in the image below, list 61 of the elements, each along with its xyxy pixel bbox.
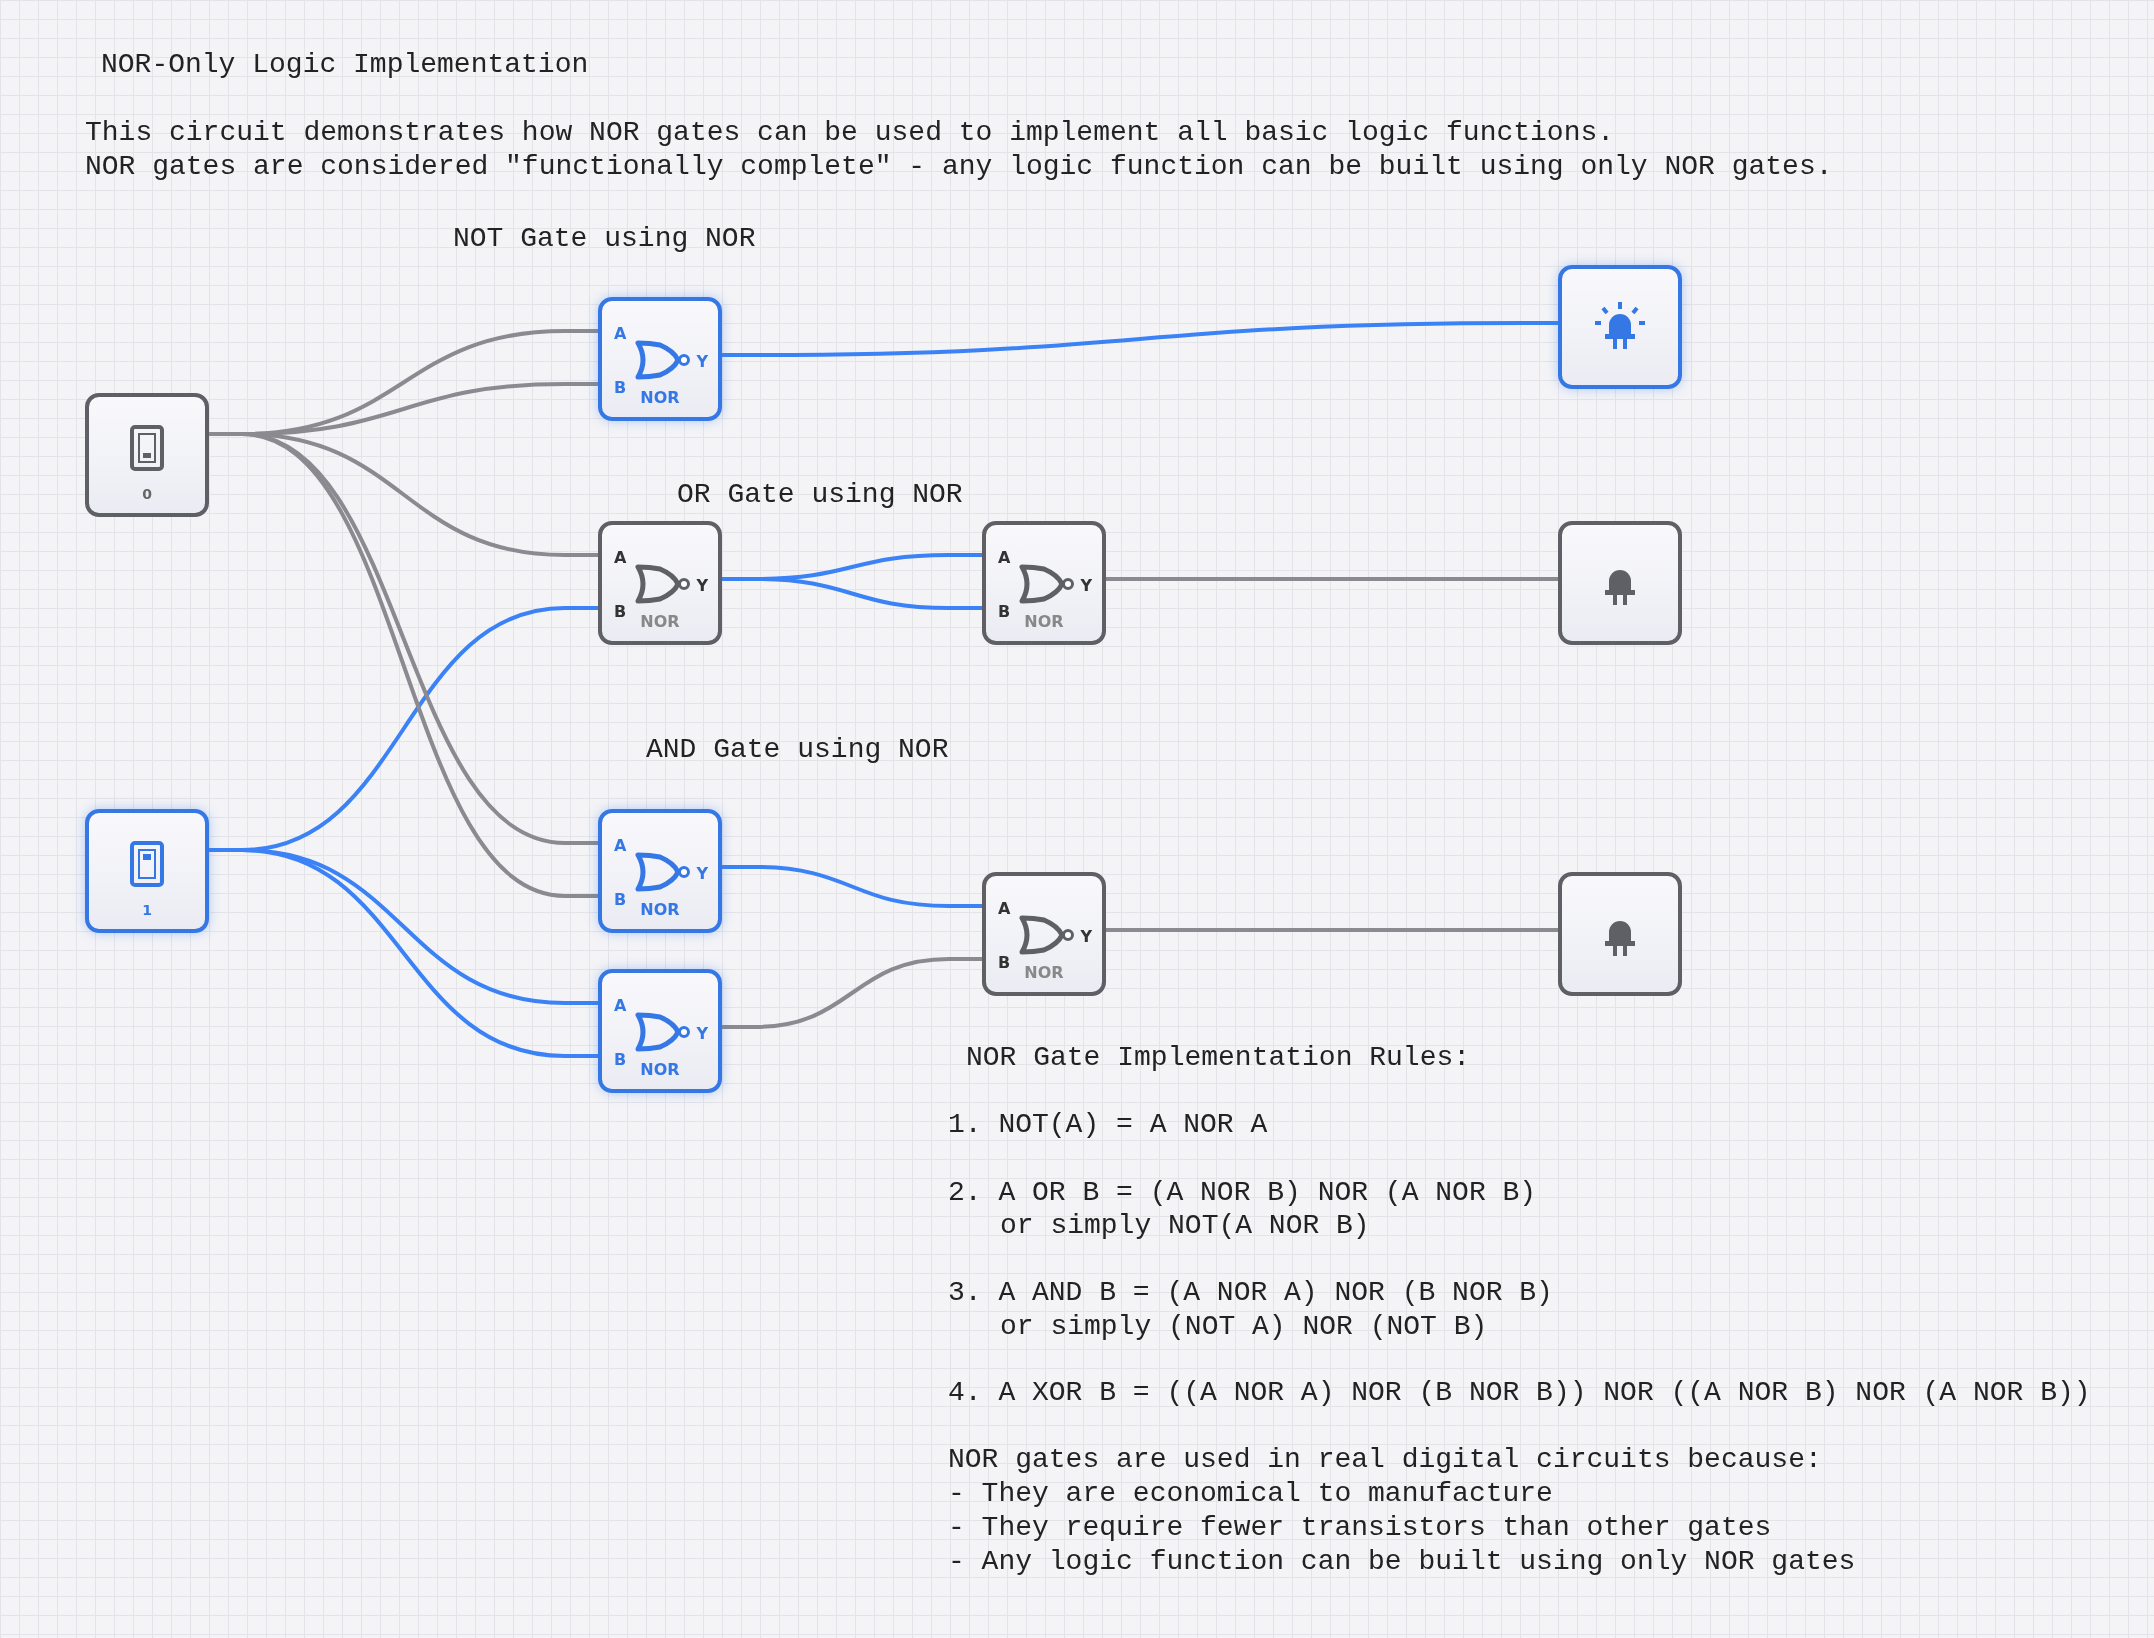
rule-text: 3. A AND B = (A NOR A) NOR (B NOR B) [948, 1276, 1553, 1310]
pin-label: A [614, 549, 627, 567]
pin-label: B [614, 891, 627, 909]
section-heading: NOT Gate using NOR [453, 222, 756, 256]
wire [209, 848, 598, 1058]
diagram-title: NOR-Only Logic Implementation [101, 48, 589, 82]
rule-text: 1. NOT(A) = A NOR A [948, 1108, 1268, 1142]
note-text: - They require fewer transistors than other gates [948, 1511, 1772, 1545]
pin-label: B [998, 603, 1011, 621]
description-text: This circuit demonstrates how NOR gates can be used to implement all basic logic functions. [85, 116, 1615, 150]
wire [722, 577, 982, 610]
pin-label: A [614, 837, 627, 855]
pin-label: A [614, 325, 627, 343]
toggle-switch [85, 393, 209, 517]
wire [722, 865, 982, 908]
section-heading: OR Gate using NOR [677, 478, 963, 512]
description-text: NOR gates are considered "functionally complete" - any logic function can be built using only NOR gates. [85, 150, 1833, 184]
rule-text: or simply NOT(A NOR B) [1000, 1209, 1370, 1243]
pin-label: A [614, 997, 627, 1015]
rule-text: or simply (NOT A) NOR (NOT B) [1000, 1310, 1488, 1344]
pin-label: A [998, 900, 1011, 918]
pin-label: A [998, 549, 1011, 567]
pin-label: B [998, 954, 1011, 972]
switch-state: 1 [141, 901, 153, 919]
pin-label: Y [696, 353, 708, 371]
gate-label: NOR [1023, 613, 1065, 631]
nor-gate [982, 872, 1106, 996]
gate-label: NOR [639, 1061, 681, 1079]
switch-state: 0 [141, 485, 153, 503]
note-text: - Any logic function can be built using only NOR gates [948, 1545, 1856, 1579]
pin-label: Y [1080, 577, 1092, 595]
led-lamp [1558, 872, 1682, 996]
gate-label: NOR [639, 901, 681, 919]
note-text: - They are economical to manufacture [948, 1477, 1553, 1511]
gate-label: NOR [639, 389, 681, 407]
pin-label: B [614, 1051, 627, 1069]
led-lamp [1558, 265, 1682, 389]
wire [1106, 577, 1558, 581]
wire [722, 957, 982, 1029]
pin-label: Y [696, 865, 708, 883]
pin-label: Y [696, 577, 708, 595]
wire [1106, 928, 1558, 932]
pin-label: Y [1080, 928, 1092, 946]
pin-label: Y [696, 1025, 708, 1043]
gate-label: NOR [639, 613, 681, 631]
rules-heading: NOR Gate Implementation Rules: [966, 1041, 1471, 1075]
rule-text: 2. A OR B = (A NOR B) NOR (A NOR B) [948, 1176, 1537, 1210]
led-lamp [1558, 521, 1682, 645]
section-heading: AND Gate using NOR [646, 733, 949, 767]
wire [722, 321, 1558, 357]
nor-gate [598, 969, 722, 1093]
nor-gate [982, 521, 1106, 645]
nor-gate [598, 809, 722, 933]
nor-gate [598, 521, 722, 645]
nor-gate [598, 297, 722, 421]
note-text: NOR gates are used in real digital circuits because: [948, 1443, 1822, 1477]
toggle-switch [85, 809, 209, 933]
rule-text: 4. A XOR B = ((A NOR A) NOR (B NOR B)) NOR ((A NOR B) NOR (A NOR B)) [948, 1376, 2091, 1410]
pin-label: B [614, 603, 627, 621]
pin-label: B [614, 379, 627, 397]
gate-label: NOR [1023, 964, 1065, 982]
